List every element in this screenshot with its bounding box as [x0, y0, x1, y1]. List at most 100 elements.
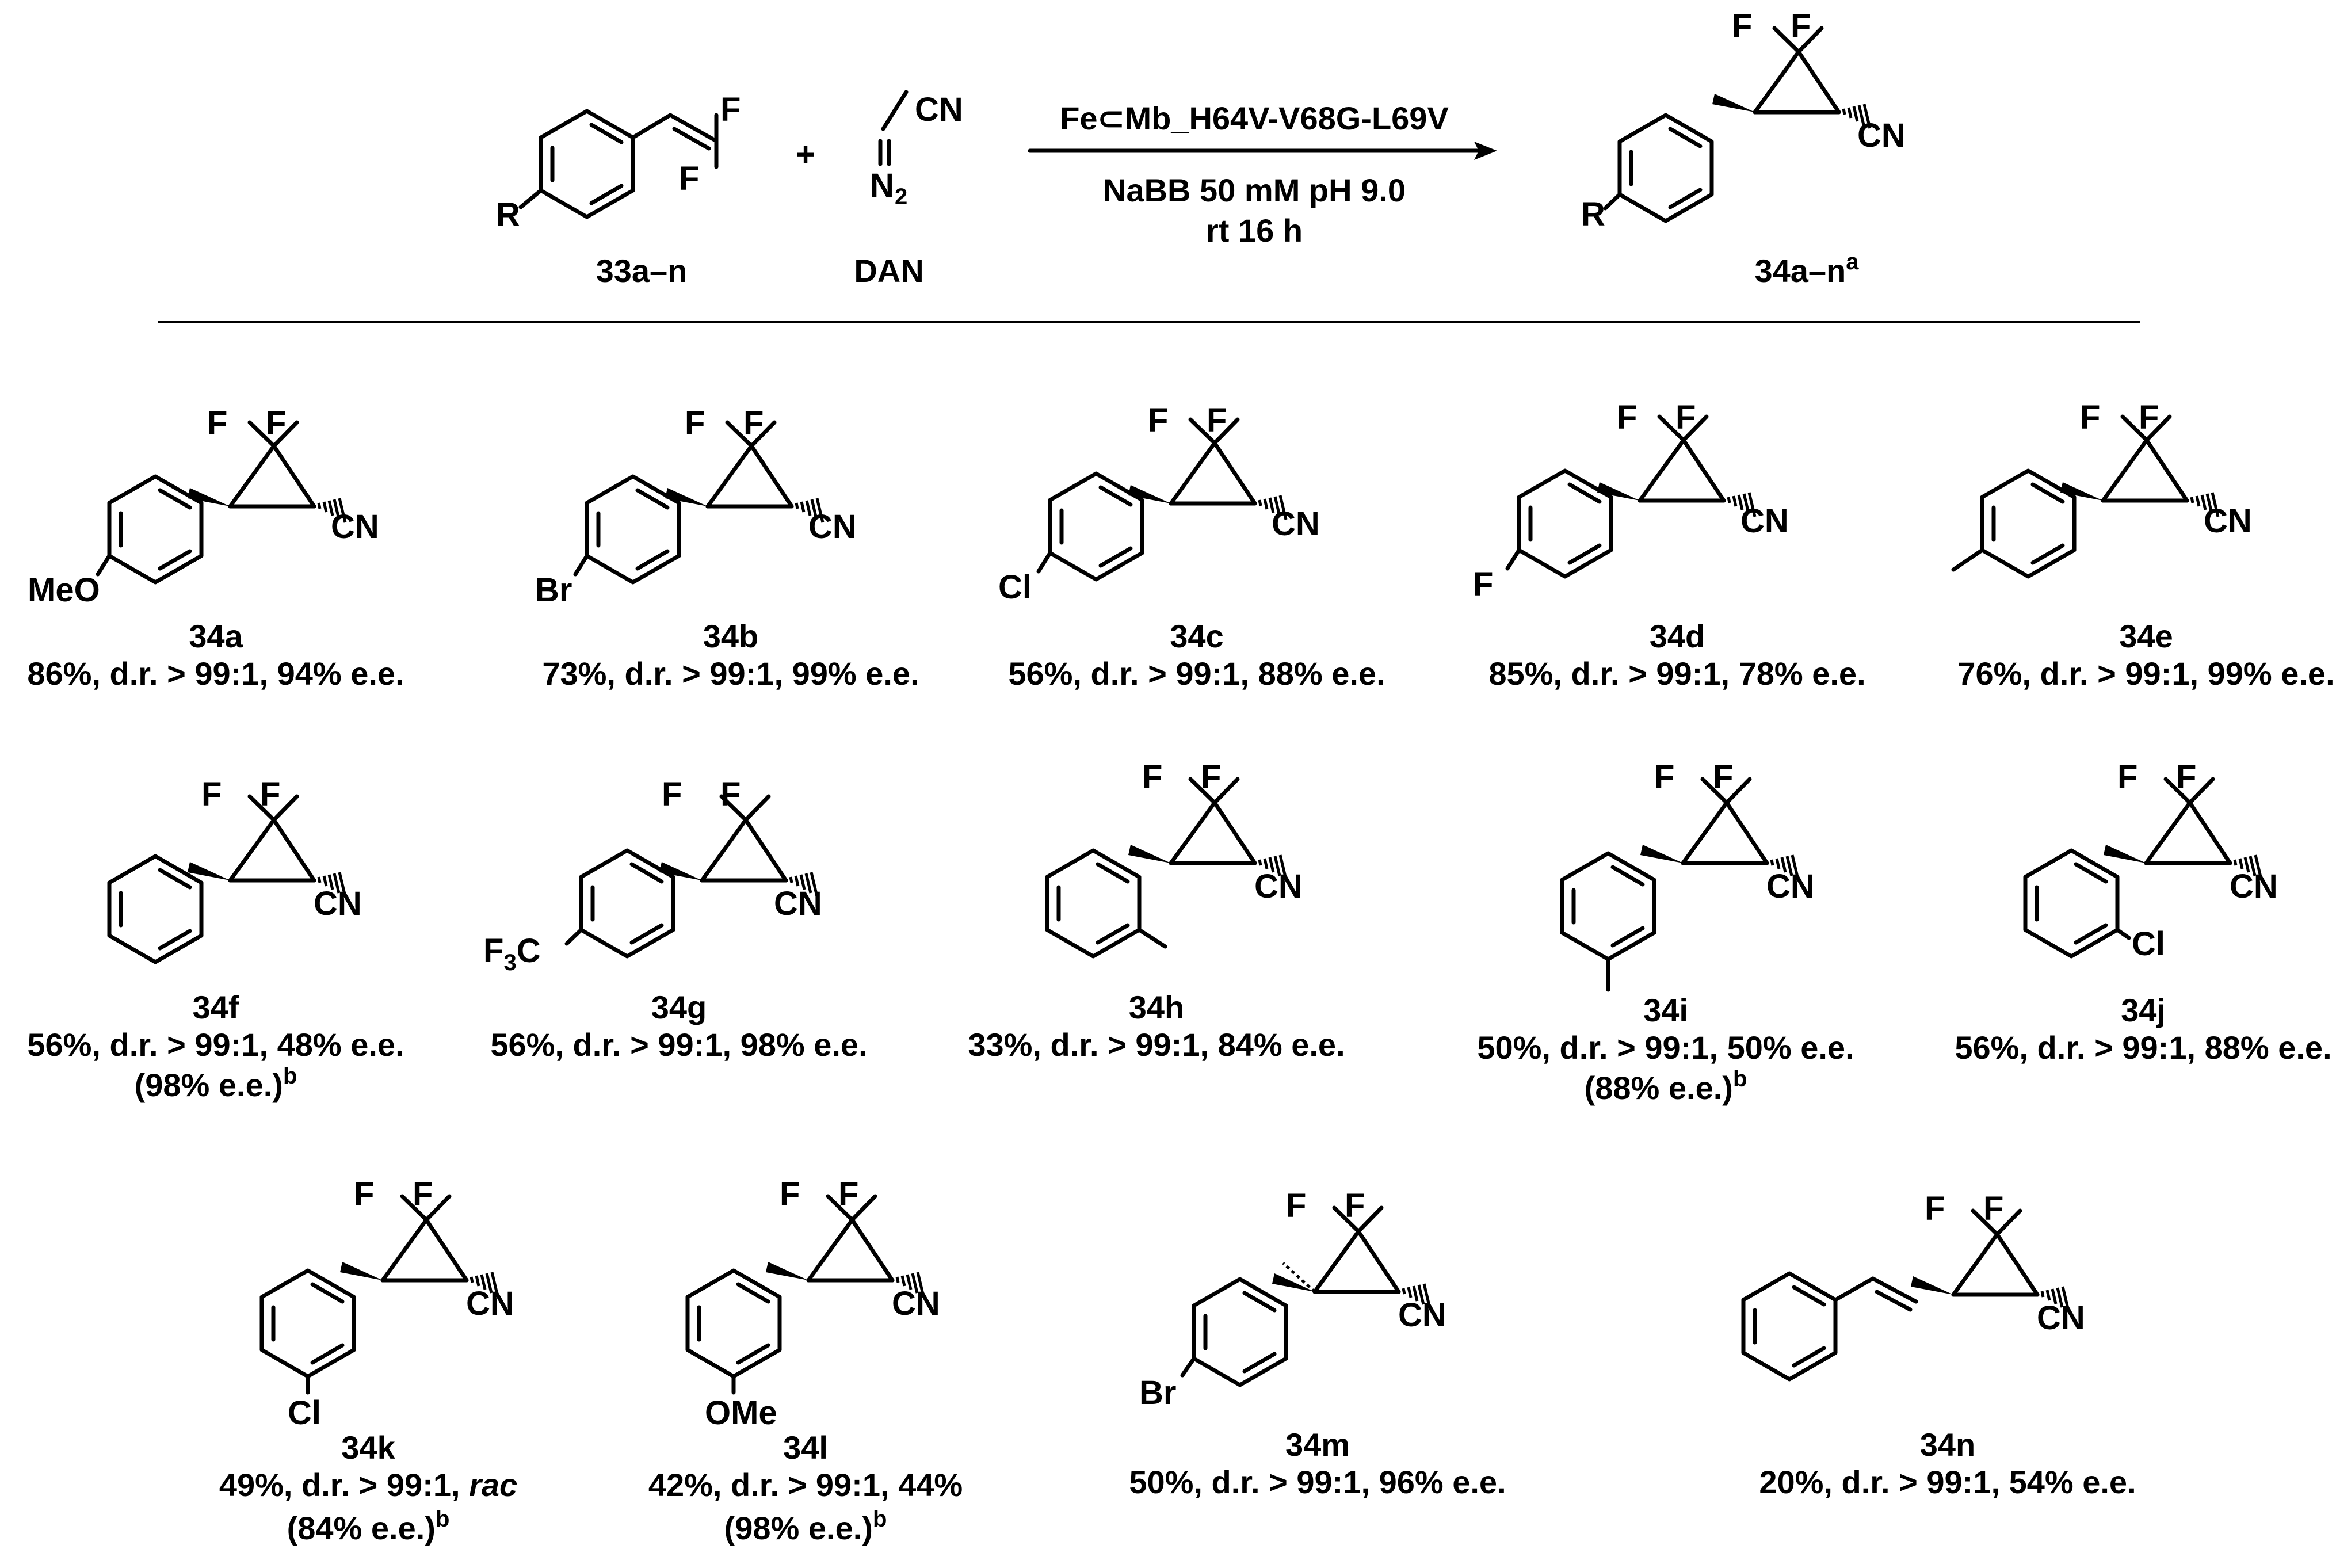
atom-F: F [679, 160, 699, 197]
substituent-label: Br [535, 571, 572, 609]
svg-text:CN: CN [1398, 1296, 1446, 1334]
reagent-label: DAN [854, 253, 923, 289]
atom-CN: CN [915, 91, 963, 128]
result-text: 56%, d.r. > 99:1, 88% e.e. [1955, 1029, 2331, 1066]
compound-34n: F F CN 34n 20%, d.r. > 99:1, 54% e.e. [1743, 1190, 2136, 1500]
compound-34a: F F CN MeO 34a 86%, d.r. > 99:1, 94% e.e… [27, 405, 404, 692]
note-text: (84% e.e.)b [287, 1506, 450, 1546]
compound-id: 34g [651, 989, 707, 1025]
svg-text:F: F [266, 405, 286, 442]
compound-34k: F F CN Cl 34k 49%, d.r. > 99:1, rac (84%… [219, 1176, 517, 1546]
result-text: 50%, d.r. > 99:1, 96% e.e. [1129, 1464, 1506, 1500]
compound-id: 34n [1920, 1426, 1976, 1463]
svg-text:CN: CN [808, 508, 857, 545]
result-text: 33%, d.r. > 99:1, 84% e.e. [968, 1027, 1345, 1063]
svg-text:F: F [838, 1176, 858, 1213]
substituent-label: Br [1139, 1374, 1176, 1411]
compound-id: 34b [703, 618, 759, 654]
compound-34h: F F CN 34h 33%, d.r. > 99:1, 84% e.e. [968, 758, 1345, 1063]
svg-text:CN: CN [2230, 868, 2278, 905]
result-text: 49%, d.r. > 99:1, rac [219, 1467, 517, 1503]
svg-text:CN: CN [1740, 502, 1789, 540]
svg-text:CN: CN [331, 508, 379, 545]
svg-text:F: F [207, 405, 227, 442]
result-text: 20%, d.r. > 99:1, 54% e.e. [1759, 1464, 2136, 1500]
svg-text:CN: CN [2204, 502, 2252, 540]
substituent-label: Cl [998, 569, 1032, 606]
substrate-33-structure: F F R [496, 91, 741, 234]
compound-id: 34h [1129, 989, 1185, 1025]
substrate-label: 33a–n [596, 253, 688, 289]
svg-text:F: F [2176, 758, 2196, 796]
substituent-label: Cl [288, 1394, 321, 1432]
svg-text:F: F [780, 1176, 800, 1213]
svg-text:F: F [685, 405, 705, 442]
compound-id: 34e [2119, 618, 2173, 654]
svg-text:F: F [1654, 758, 1674, 796]
substituent-label: OMe [705, 1394, 777, 1432]
svg-text:F: F [1983, 1190, 2003, 1227]
conditions-line-2: rt 16 h [1206, 212, 1303, 249]
result-text: 42%, d.r. > 99:1, 44% [648, 1467, 963, 1503]
atom-F: F [1791, 7, 1811, 45]
catalyst-label: Fe⊂Mb_H64V-V68G-L69V [1060, 100, 1449, 136]
compound-34c: F F CN Cl 34c 56%, d.r. > 99:1, 88% e.e. [998, 402, 1385, 692]
substituent-label: F3C [483, 932, 541, 975]
result-text: 56%, d.r. > 99:1, 48% e.e. [27, 1027, 404, 1063]
compound-34g: F F CN F3C 34g 56%, d.r. > 99:1, 98% e.e… [483, 776, 868, 1063]
reaction-arrow [1028, 142, 1497, 160]
svg-text:CN: CN [2037, 1299, 2085, 1337]
svg-text:F: F [1207, 402, 1227, 439]
substituent-label: MeO [28, 571, 100, 609]
compound-34f: F F CN 34f 56%, d.r. > 99:1, 48% e.e. (9… [27, 776, 404, 1103]
result-text: 85%, d.r. > 99:1, 78% e.e. [1488, 655, 1865, 692]
svg-text:F: F [1286, 1187, 1306, 1224]
atom-N: N [870, 167, 894, 204]
compound-id: 34i [1643, 992, 1688, 1028]
conditions-line-1: NaBB 50 mM pH 9.0 [1103, 172, 1406, 208]
note-text: (88% e.e.)b [1585, 1066, 1747, 1106]
compound-id: 34m [1285, 1426, 1350, 1463]
svg-text:F: F [662, 776, 682, 813]
substituent-label: F [1473, 566, 1493, 603]
svg-text:CN: CN [314, 885, 362, 922]
compound-34e: F F CN 34e 76%, d.r. > 99:1, 99% e.e. [1951, 399, 2335, 692]
subscript-2: 2 [895, 184, 907, 209]
svg-text:F: F [1925, 1190, 1945, 1227]
compound-34b: F F CN Br 34b 73%, d.r. > 99:1, 99% e.e. [535, 405, 919, 692]
compound-34j: F F CN Cl 34j 56%, d.r. > 99:1, 88% e.e. [1955, 758, 2331, 1066]
atom-R: R [496, 196, 520, 234]
compound-id: 34a [189, 618, 243, 654]
plus-sign: + [796, 136, 815, 173]
svg-text:F: F [2117, 758, 2137, 796]
svg-text:F: F [1201, 758, 1221, 796]
svg-text:F: F [2080, 399, 2100, 436]
compound-id: 34d [1650, 618, 1705, 654]
svg-text:F: F [1142, 758, 1162, 796]
substituent-label: Cl [2132, 925, 2165, 963]
result-text: 56%, d.r. > 99:1, 88% e.e. [1008, 655, 1385, 692]
reagent-dan-structure: CN N 2 [870, 90, 963, 209]
atom-F: F [1732, 7, 1752, 45]
compound-34d: F F CN F 34d 85%, d.r. > 99:1, 78% e.e. [1473, 399, 1866, 692]
result-text: 50%, d.r. > 99:1, 50% e.e. [1477, 1029, 1854, 1066]
svg-text:CN: CN [1272, 505, 1320, 543]
svg-text:F: F [201, 776, 222, 813]
compound-id: 34c [1170, 618, 1223, 654]
reaction-header: F F R 33a–n + CN N 2 DAN Fe⊂Mb_H64V-V68G… [158, 7, 2140, 323]
svg-text:F: F [1148, 402, 1168, 439]
compound-id: 34k [341, 1429, 395, 1466]
svg-text:CN: CN [1766, 868, 1815, 905]
result-text: 73%, d.r. > 99:1, 99% e.e. [542, 655, 919, 692]
compound-id: 34f [193, 989, 239, 1025]
compound-34i: F F CN 34i 50%, d.r. > 99:1, 50% e.e. (8… [1477, 758, 1854, 1106]
svg-text:F: F [1675, 399, 1696, 436]
svg-text:CN: CN [892, 1285, 940, 1322]
svg-text:F: F [743, 405, 764, 442]
svg-text:F: F [720, 776, 741, 813]
svg-text:F: F [260, 776, 280, 813]
compound-id: 34j [2121, 992, 2166, 1028]
result-text: 76%, d.r. > 99:1, 99% e.e. [1957, 655, 2334, 692]
result-text: 56%, d.r. > 99:1, 98% e.e. [490, 1027, 867, 1063]
